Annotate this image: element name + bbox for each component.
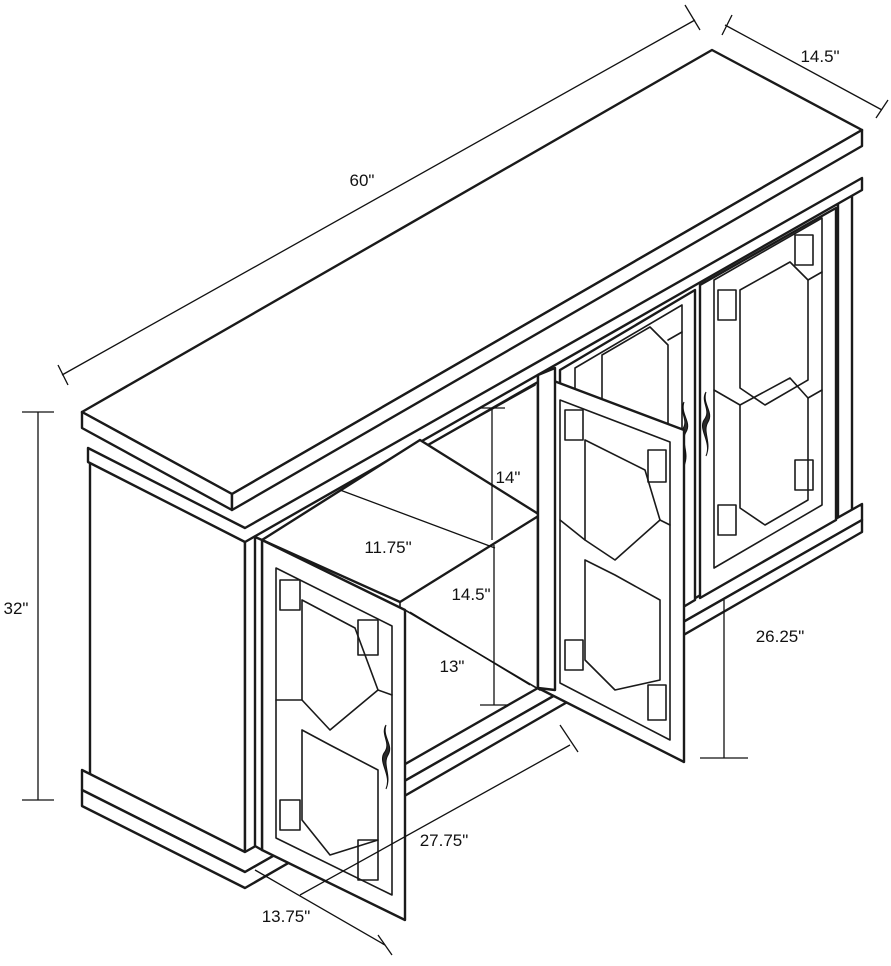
label-cavity-height: 14.5" xyxy=(451,585,490,604)
handle-icon[interactable] xyxy=(702,391,711,457)
top-front-edge xyxy=(230,128,864,512)
upper-trim xyxy=(86,176,864,544)
label-door-width: 13.75" xyxy=(262,907,311,926)
interior-back-top xyxy=(409,384,536,456)
open-door-middle[interactable] xyxy=(536,366,686,764)
right-side-panel xyxy=(836,190,854,522)
label-cavity-depth: 13" xyxy=(440,657,465,676)
label-depth: 14.5" xyxy=(800,47,839,66)
label-height: 32" xyxy=(4,599,29,618)
open-door-left[interactable] xyxy=(253,535,407,922)
label-inner-height: 26.25" xyxy=(756,627,805,646)
label-shelf-depth: 11.75" xyxy=(364,538,411,557)
label-width: 60" xyxy=(350,171,375,190)
base-bottom xyxy=(80,518,864,890)
label-inner-width: 27.75" xyxy=(420,831,469,850)
dimension-lines xyxy=(22,4,889,956)
label-shelf-height: 14" xyxy=(496,468,521,487)
dimension-labels: 60" 14.5" 32" 14" 11.75" 14.5" 13" 26.25… xyxy=(4,47,840,926)
handle-icon[interactable] xyxy=(382,724,391,790)
